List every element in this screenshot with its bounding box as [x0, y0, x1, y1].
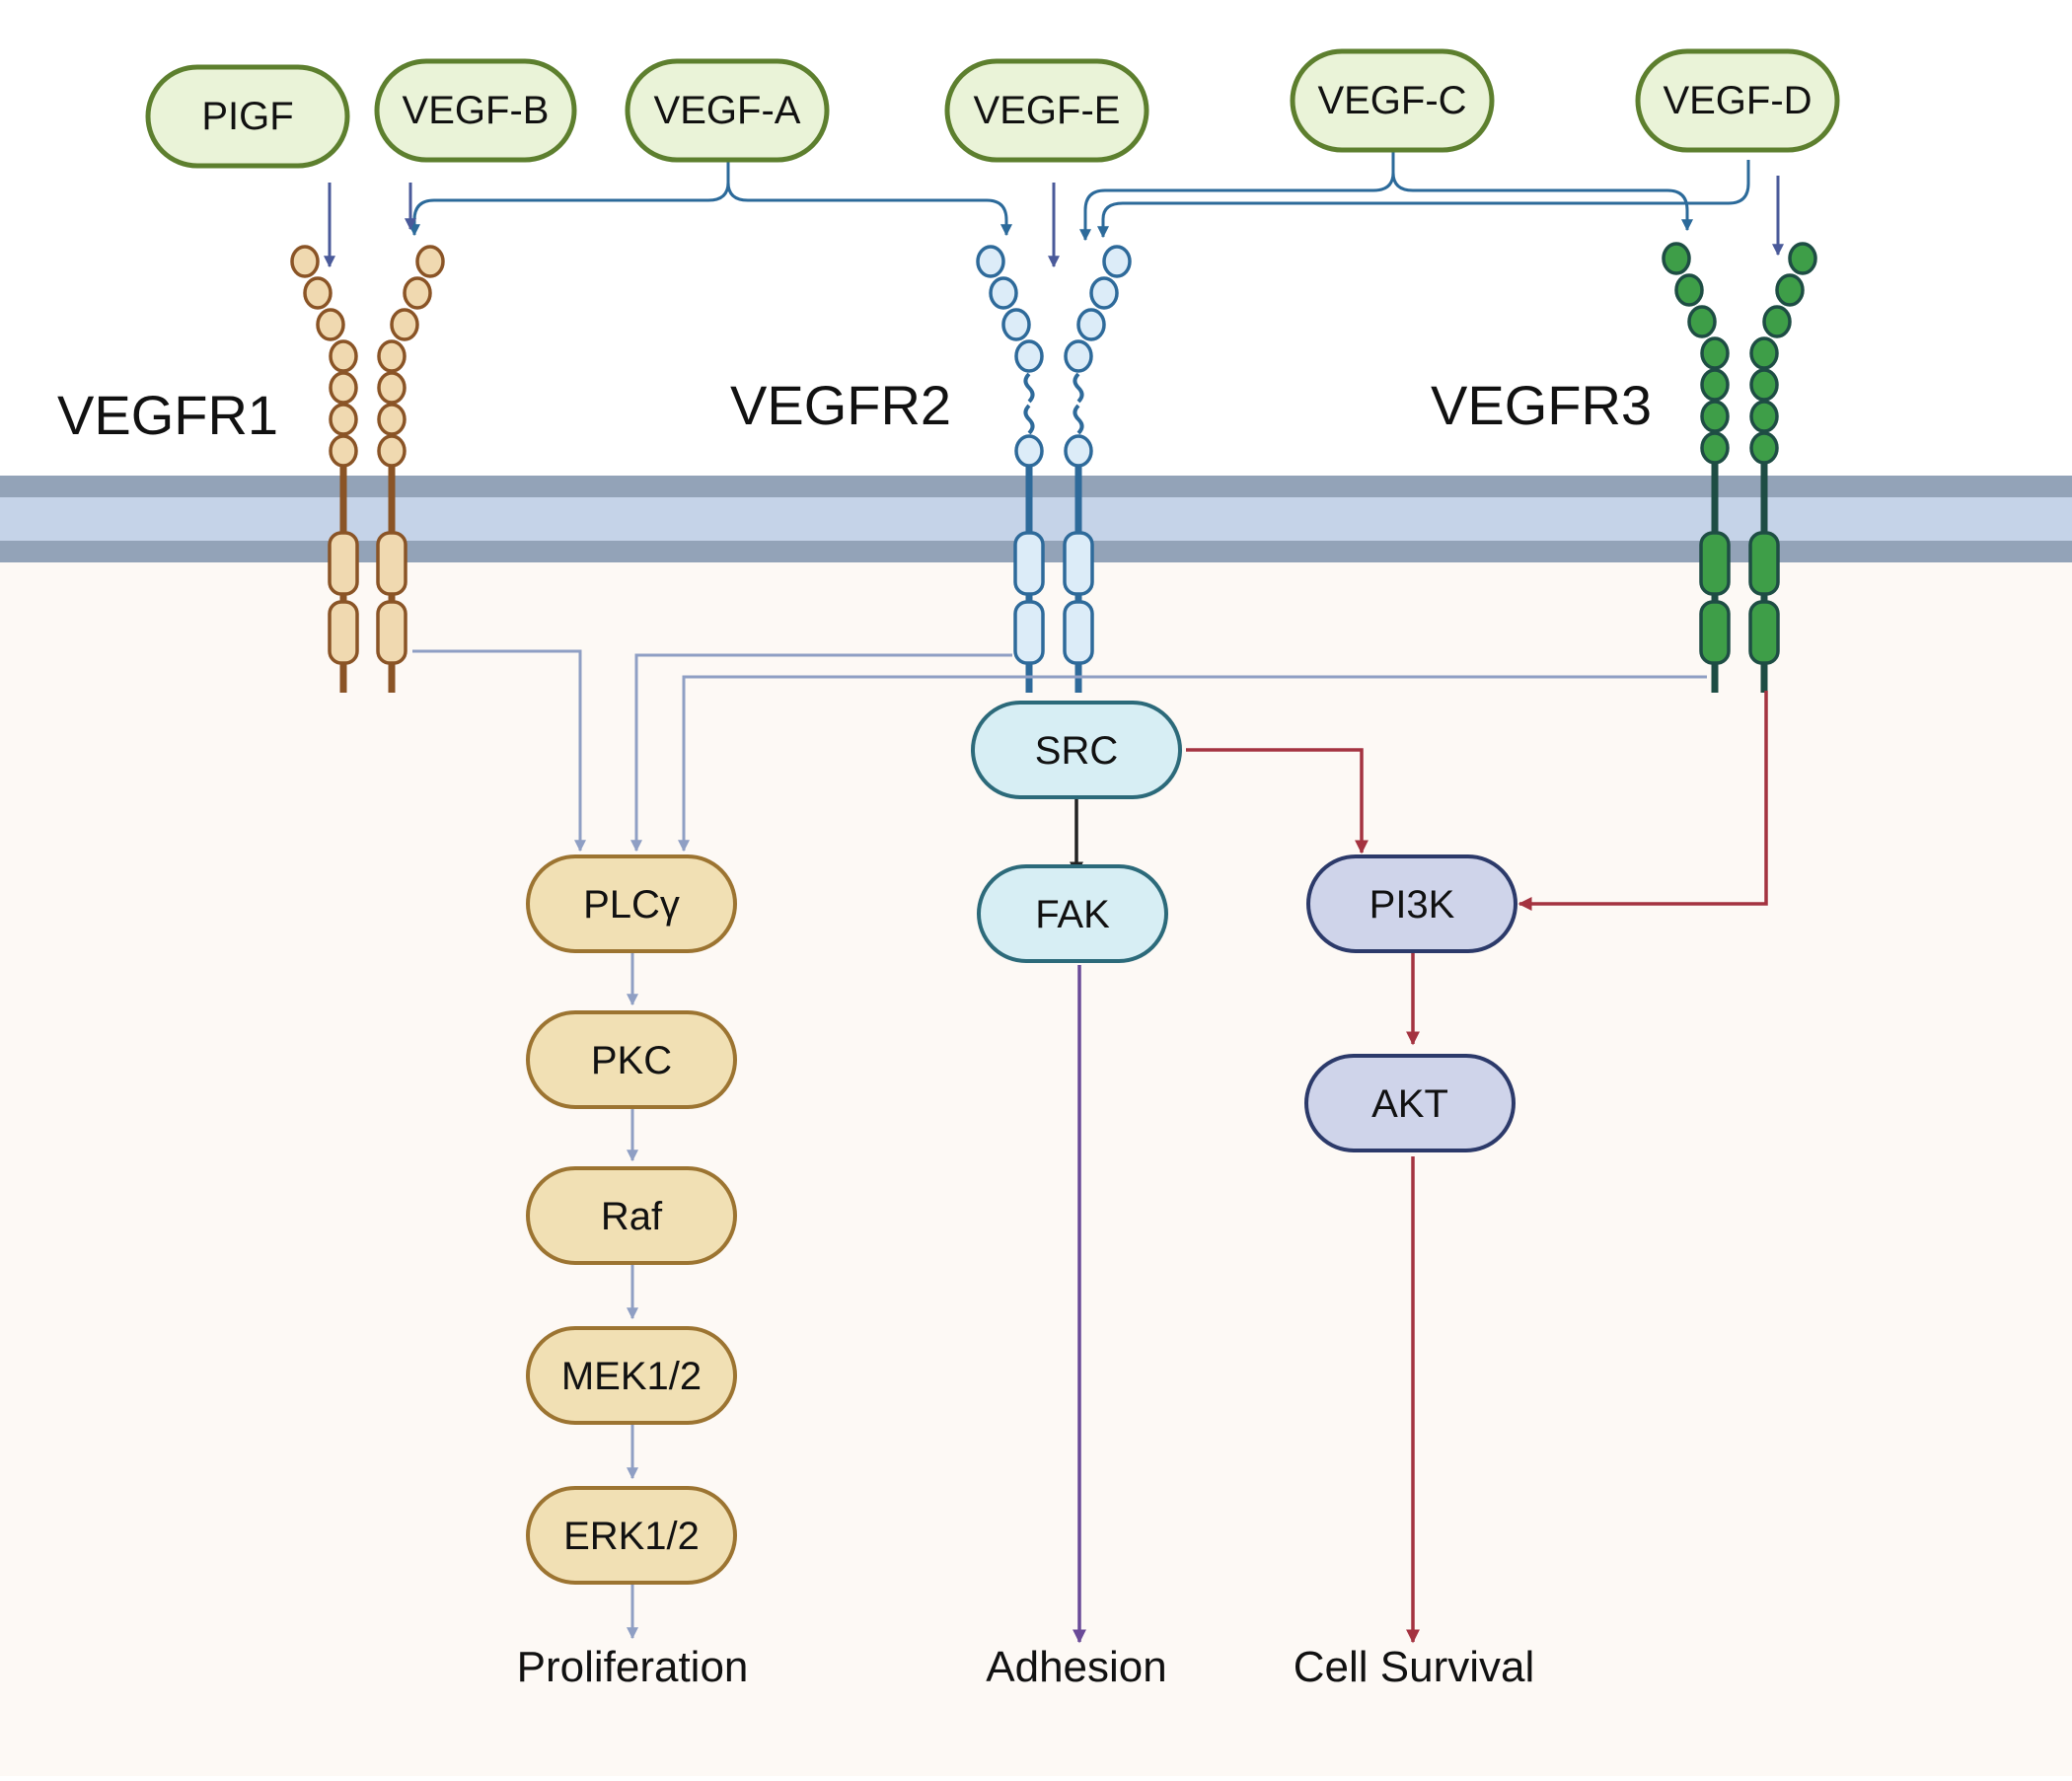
ligand-links — [408, 150, 1750, 242]
label-vegfr2: VEGFR2 — [730, 374, 951, 436]
vegf-c-bracket-left — [1079, 150, 1395, 242]
node-akt: AKT — [1304, 1054, 1516, 1152]
ligand-vegf-c: VEGF-C — [1290, 48, 1495, 153]
vegfr3-to-plcg — [678, 675, 1707, 853]
vegf-a-bracket — [408, 160, 730, 237]
node-pi3k-label: PI3K — [1369, 883, 1455, 927]
outcome-cell-survival: Cell Survival — [1294, 1643, 1535, 1691]
node-src-label: SRC — [1035, 729, 1118, 773]
ligand-vegf-c-label: VEGF-C — [1317, 79, 1466, 122]
node-pkc-label: PKC — [591, 1039, 672, 1082]
ligand-vegf-d: VEGF-D — [1635, 48, 1840, 153]
node-mek: MEK1/2 — [526, 1326, 737, 1425]
node-pkc: PKC — [526, 1010, 737, 1109]
receptor-vegfr1 — [290, 245, 445, 693]
label-vegfr1: VEGFR1 — [57, 384, 278, 446]
red-paths — [1186, 691, 1768, 1644]
node-erk-label: ERK1/2 — [563, 1515, 700, 1558]
node-fak-label: FAK — [1035, 893, 1110, 936]
node-mek-label: MEK1/2 — [561, 1355, 702, 1398]
vegfr1-to-plcg — [412, 649, 586, 853]
vegfr2-chain-left — [976, 245, 1045, 693]
receptors-layer — [290, 242, 1817, 693]
ligand-vegf-b-label: VEGF-B — [403, 89, 550, 132]
vegfr1-chain-left — [290, 245, 359, 693]
ligand-pigf: PIGF — [145, 64, 350, 169]
node-erk: ERK1/2 — [526, 1486, 737, 1585]
receptor-vegfr2 — [976, 245, 1132, 693]
ligand-vegf-e: VEGF-E — [944, 58, 1149, 163]
plc-paths — [412, 649, 1707, 1640]
outcome-proliferation: Proliferation — [517, 1643, 749, 1691]
outcome-adhesion: Adhesion — [986, 1643, 1166, 1691]
node-pi3k: PI3K — [1306, 854, 1517, 953]
ligand-vegf-a: VEGF-A — [625, 58, 830, 163]
src-to-pi3k — [1186, 748, 1369, 854]
vegfr2-to-plcg — [630, 653, 1012, 853]
label-vegfr3: VEGFR3 — [1431, 374, 1652, 436]
vegf-a-to-vegfr2 — [726, 182, 1012, 237]
node-plcg-label: PLCγ — [583, 883, 680, 927]
receptor-vegfr3 — [1662, 242, 1817, 693]
ligand-arrows — [324, 176, 1784, 268]
vegfr3-chain-right — [1748, 242, 1817, 693]
ligand-vegf-d-label: VEGF-D — [1663, 79, 1812, 122]
ligand-pigf-label: PIGF — [201, 95, 293, 138]
vegfr2-chain-right — [1063, 245, 1132, 693]
ligand-vegf-e-label: VEGF-E — [974, 89, 1121, 132]
node-plcg: PLCγ — [526, 854, 737, 953]
vegfr3-to-pi3k — [1517, 691, 1768, 911]
node-src: SRC — [971, 701, 1182, 799]
node-akt-label: AKT — [1371, 1082, 1448, 1126]
vegfr1-chain-right — [376, 245, 445, 693]
plc-nodes: PLCγ PKC Raf MEK1/2 ERK1/2 — [526, 854, 737, 1585]
node-fak: FAK — [977, 864, 1168, 963]
node-raf: Raf — [526, 1166, 737, 1265]
ligands: PIGF VEGF-B VEGF-A VEGF-E VEGF-C VEGF-D — [145, 48, 1840, 169]
node-raf-label: Raf — [601, 1195, 663, 1238]
ligand-vegf-b: VEGF-B — [374, 58, 577, 163]
vegfr3-chain-left — [1662, 242, 1731, 693]
vegf-d-to-vegfr2 — [1097, 160, 1750, 239]
ligand-vegf-a-label: VEGF-A — [654, 89, 801, 132]
